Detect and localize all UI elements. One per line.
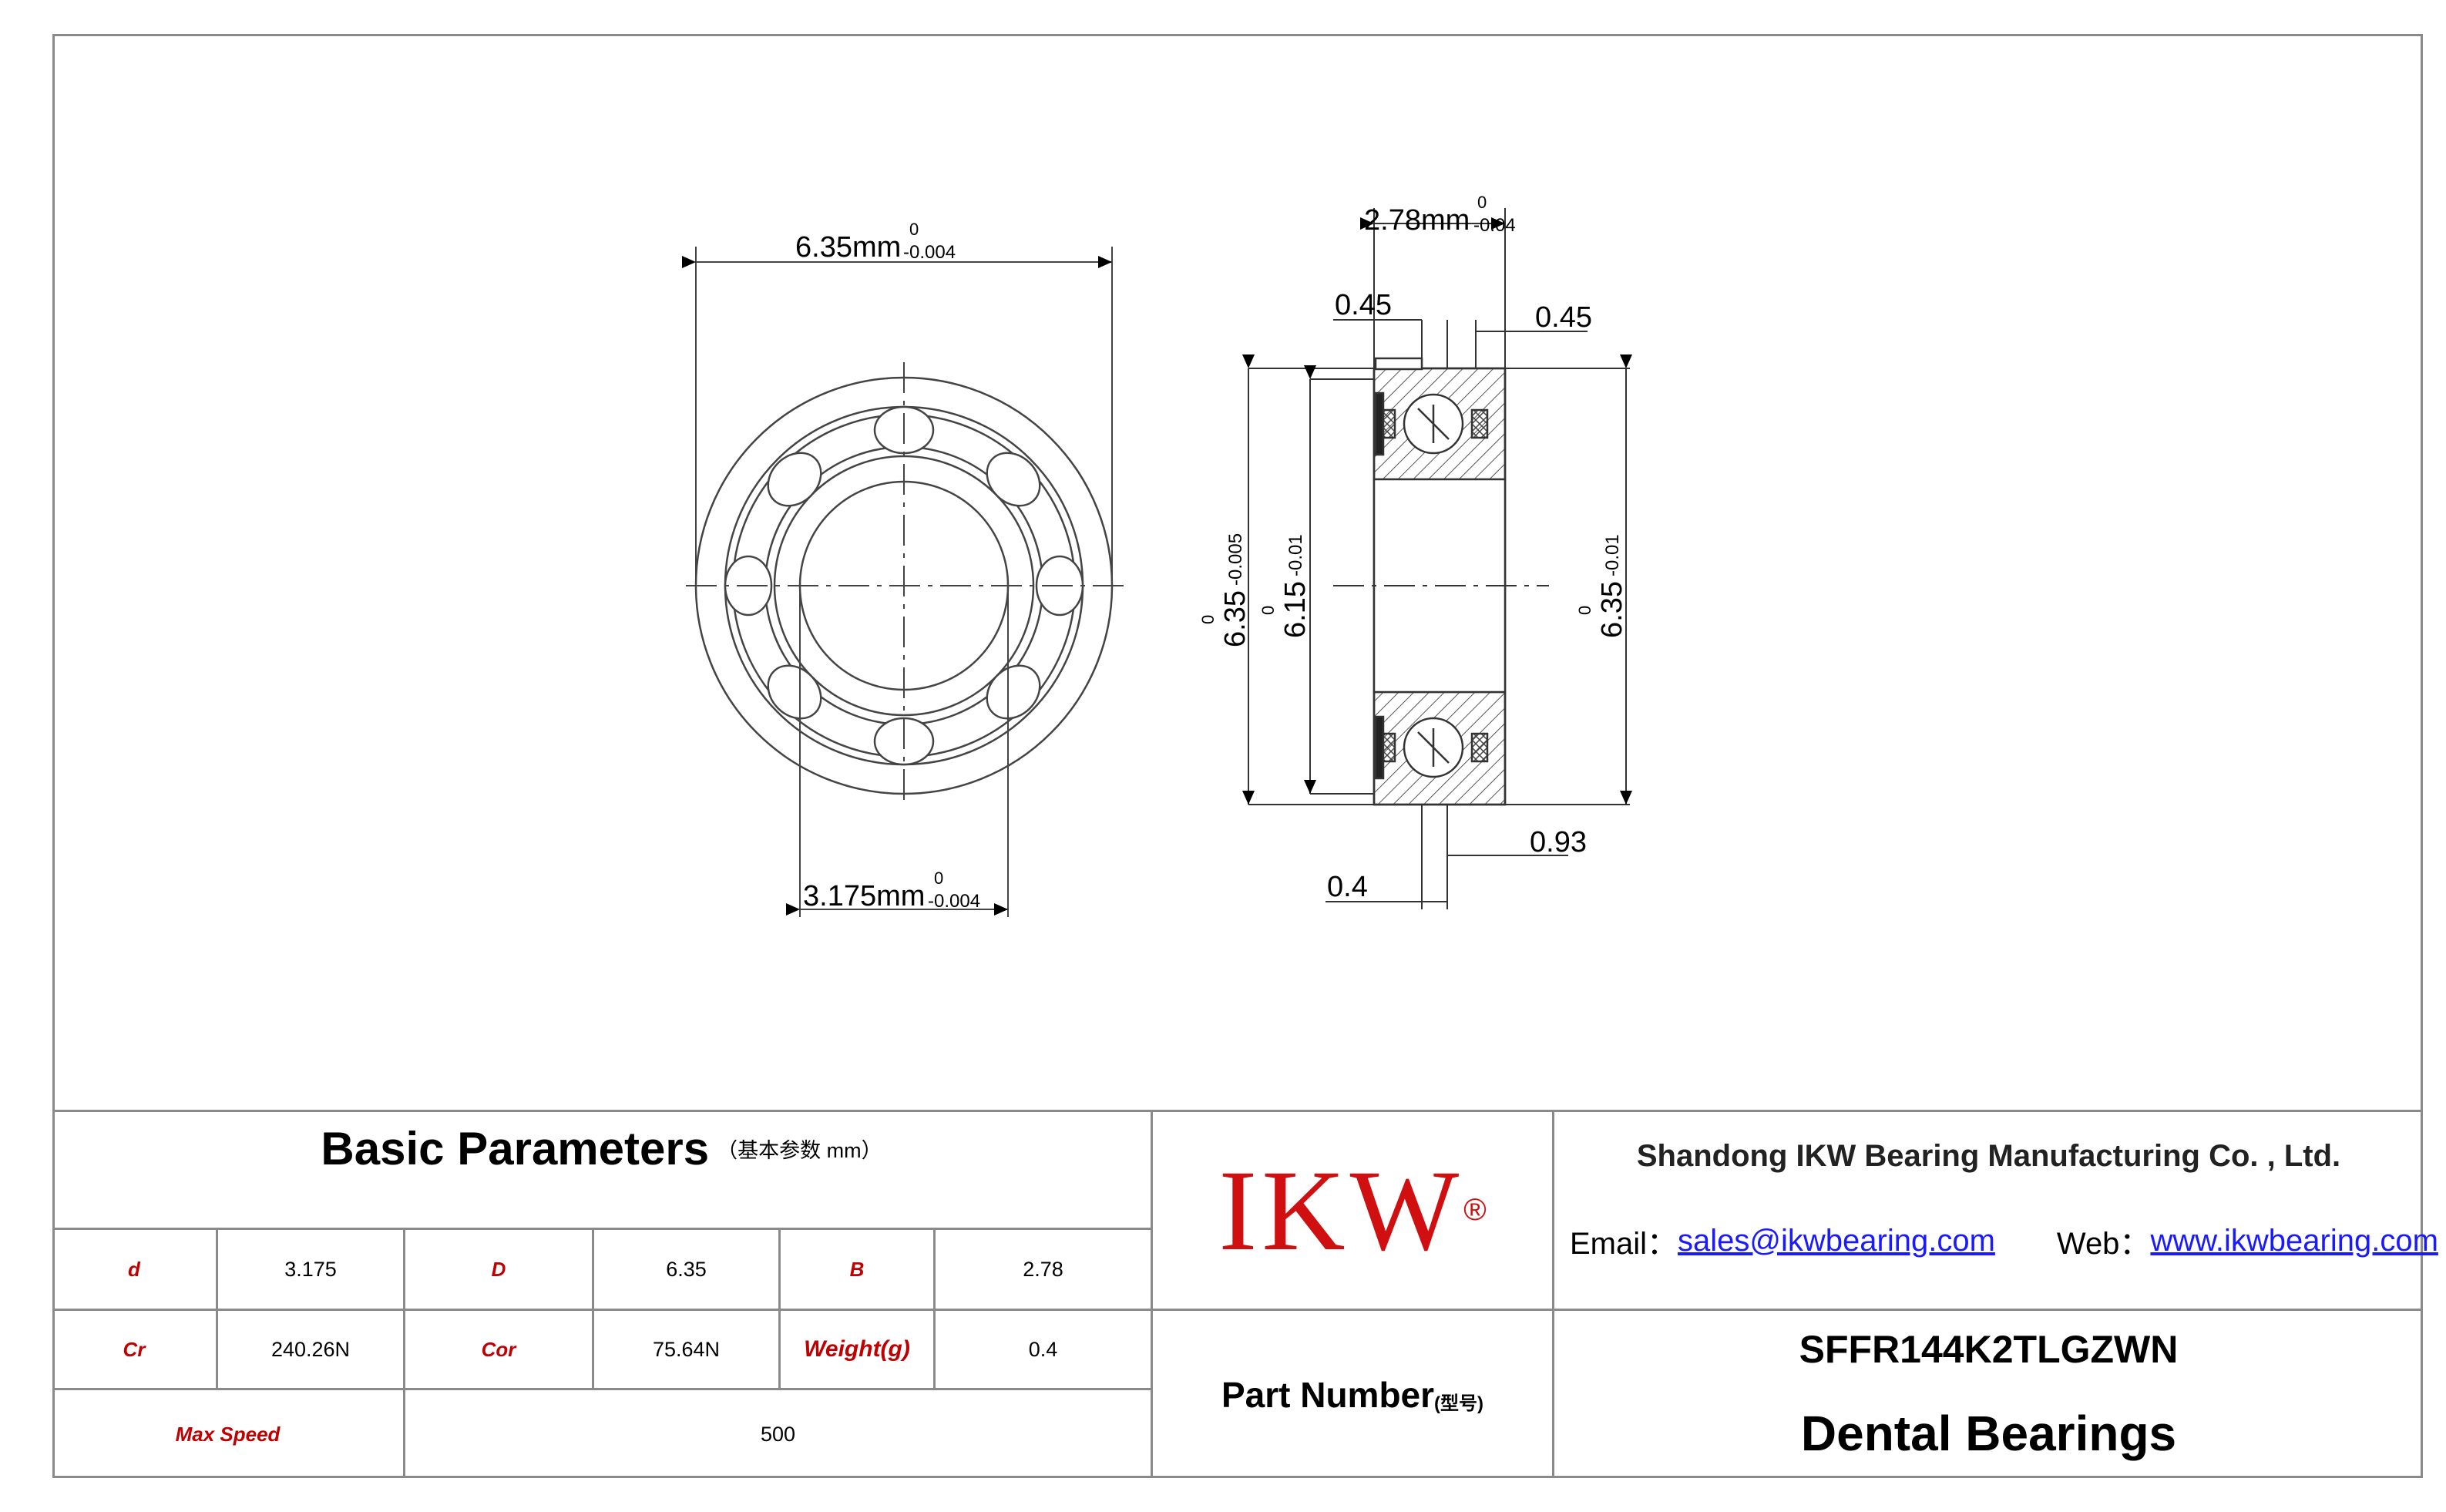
param-B-value: 2.78 [1023, 1257, 1063, 1281]
inner-dia-tol-upper: 0 [1258, 606, 1278, 615]
part-number-label-sub: (型号) [1434, 1393, 1484, 1414]
param-speed-value: 500 [760, 1422, 796, 1446]
email-label: Email： [1570, 1227, 1678, 1261]
outer-dia-left-tol-lower: -0.005 [1225, 533, 1246, 586]
logo-cell: IKW ® [1153, 1112, 1552, 1309]
inner-dia-tol-lower: -0.01 [1285, 534, 1306, 576]
param-d-label: d [128, 1257, 140, 1281]
inner-dia-label: 6.15 [1279, 581, 1312, 638]
width-tol-lower: -0.04 [1473, 215, 1516, 236]
registered-mark: ® [1463, 1193, 1487, 1227]
outer-diameter-tol-lower: -0.004 [903, 242, 956, 263]
param-cor-label: Cor [481, 1337, 516, 1361]
part-number-value: SFFR144K2TLGZWN [1799, 1328, 2179, 1371]
part-number-label-cell: Part Number (型号) [1153, 1311, 1552, 1478]
company-name: Shandong IKW Bearing Manufacturing Co. ,… [1636, 1138, 2341, 1173]
outer-diameter-label: 6.35mm [795, 231, 901, 264]
bore-label: 3.175mm [803, 880, 925, 912]
ikw-logo: IKW [1218, 1146, 1464, 1275]
param-D-value: 6.35 [666, 1257, 707, 1281]
title-block: Basic Parameters （基本参数 mm） d 3.175 D 6.3… [52, 1110, 2438, 1478]
width-tol-upper: 0 [1477, 193, 1487, 212]
left-groove-label: 0.45 [1335, 289, 1392, 321]
params-title-cell: Basic Parameters （基本参数 mm） [52, 1110, 1151, 1187]
technical-drawing: 6.35mm 0 -0.004 3.175mm 0 -0.004 [682, 193, 1632, 917]
param-cor-value: 75.64N [652, 1337, 721, 1361]
params-title: Basic Parameters [321, 1122, 710, 1174]
drawing-frame [52, 34, 2423, 1478]
outer-dia-right-label: 6.35 [1596, 581, 1628, 638]
param-cr-label: Cr [123, 1337, 146, 1361]
front-view [682, 247, 1125, 917]
outer-diameter-tol-upper: 0 [909, 220, 919, 239]
balls [724, 405, 1084, 766]
web-label: Web： [2056, 1227, 2151, 1261]
outer-dia-left-tol-upper: 0 [1198, 615, 1218, 624]
param-cr-value: 240.26N [270, 1337, 351, 1361]
email-link[interactable]: sales@ikwbearing.com [1678, 1223, 1995, 1258]
outer-dia-right-tol-upper: 0 [1575, 606, 1594, 615]
right-groove-label: 0.45 [1535, 301, 1592, 334]
outer-dia-right-tol-lower: -0.01 [1602, 534, 1623, 576]
param-speed-label: Max Speed [175, 1422, 281, 1446]
offset-04-label: 0.4 [1327, 871, 1368, 903]
param-B-label: B [849, 1257, 865, 1281]
param-d-value: 3.175 [284, 1257, 337, 1281]
param-weight-value: 0.4 [1028, 1337, 1058, 1361]
section-view-labels: 2.78mm 0 -0.04 0.45 0.45 0.93 0.4 6.35 0… [1198, 193, 1628, 903]
part-number-label: Part Number [1221, 1374, 1435, 1415]
width-label: 2.78mm [1364, 204, 1470, 237]
param-D-label: D [491, 1257, 506, 1281]
offset-093-label: 0.93 [1530, 826, 1587, 858]
front-view-labels: 6.35mm 0 -0.004 3.175mm 0 -0.004 [795, 220, 980, 912]
params-title-sub: （基本参数 mm） [717, 1138, 882, 1162]
web-link[interactable]: www.ikwbearing.com [2150, 1223, 2438, 1258]
contact-row: Email： sales@ikwbearing.com Web： www.ikw… [1554, 1206, 2438, 1275]
outer-dia-left-label: 6.35 [1219, 590, 1252, 647]
bore-tol-lower: -0.004 [928, 891, 980, 912]
part-description: Dental Bearings [1800, 1405, 2177, 1461]
param-weight-label: Weight(g) [804, 1336, 910, 1362]
bore-tol-upper: 0 [934, 869, 943, 888]
section-view [1242, 208, 1632, 909]
